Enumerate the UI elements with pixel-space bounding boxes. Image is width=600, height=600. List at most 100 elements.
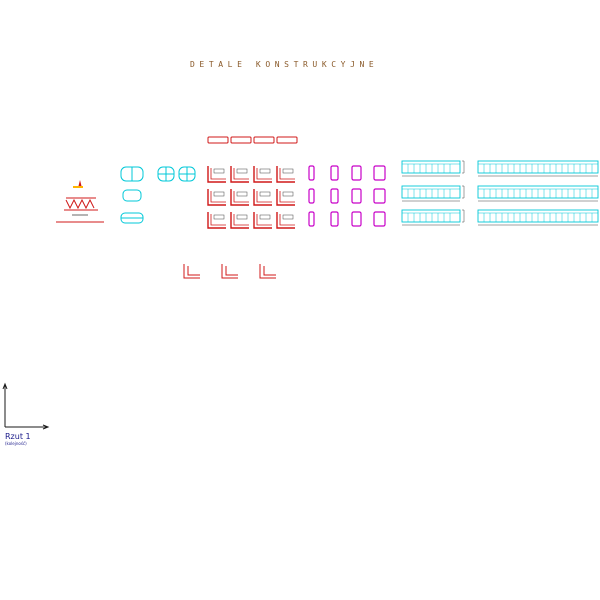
red-bracket-grid bbox=[207, 166, 295, 229]
bracket-inner bbox=[279, 214, 295, 226]
cyan-beam-3 bbox=[401, 185, 465, 202]
bracket-inner bbox=[210, 214, 226, 226]
red-bracket-11 bbox=[253, 212, 272, 229]
bracket-outer bbox=[253, 189, 272, 206]
view-label: Rzut 1 bbox=[5, 432, 31, 441]
magenta-profile-11 bbox=[351, 211, 362, 227]
profile-cap bbox=[73, 186, 83, 188]
bracket-note bbox=[236, 214, 248, 220]
beam-outline bbox=[401, 160, 461, 174]
bracket-outer bbox=[230, 166, 249, 183]
bracket-inner bbox=[256, 214, 272, 226]
magenta-profile-4 bbox=[373, 165, 386, 181]
beam-end-mark bbox=[462, 209, 465, 223]
ucs-x-arrow bbox=[42, 424, 50, 430]
magenta-profile-12 bbox=[373, 211, 386, 227]
bracket-note bbox=[282, 168, 294, 174]
bottom-bracket-2-inner bbox=[225, 266, 238, 276]
bracket-outer bbox=[230, 189, 249, 206]
red-bracket-6 bbox=[230, 189, 249, 206]
bracket-outer bbox=[276, 166, 295, 183]
view-sublabel: (kolejność) bbox=[5, 441, 27, 446]
bottom-bracket-3 bbox=[259, 264, 276, 279]
red-bracket-2 bbox=[230, 166, 249, 183]
cyan-sections-b bbox=[157, 166, 196, 182]
red-bracket-3 bbox=[253, 166, 272, 183]
bracket-outer bbox=[253, 212, 272, 229]
top-detail-1 bbox=[207, 136, 229, 144]
detail-profile-left bbox=[56, 180, 104, 223]
red-brackets-bottom bbox=[183, 264, 276, 279]
magenta-profile-3 bbox=[351, 165, 362, 181]
profile-zigzag bbox=[65, 198, 95, 210]
cyan-beam-1 bbox=[401, 160, 465, 177]
cyan-beam-6 bbox=[477, 209, 599, 226]
red-bracket-4 bbox=[276, 166, 295, 183]
ucs-axis-icon bbox=[2, 382, 50, 430]
bracket-inner bbox=[233, 191, 249, 203]
cyan-beam-grid bbox=[401, 160, 599, 226]
cyan-beam-4 bbox=[477, 185, 599, 202]
bracket-note bbox=[259, 168, 271, 174]
magenta-profile-1 bbox=[308, 165, 315, 181]
bracket-note bbox=[259, 191, 271, 197]
bracket-outer bbox=[207, 166, 226, 183]
bracket-note bbox=[213, 214, 225, 220]
magenta-profile-10 bbox=[330, 211, 339, 227]
bracket-outer bbox=[230, 212, 249, 229]
bracket-outer bbox=[276, 189, 295, 206]
bracket-inner bbox=[256, 168, 272, 180]
top-detail-2 bbox=[230, 136, 252, 144]
bracket-outer bbox=[276, 212, 295, 229]
magenta-profile-9 bbox=[308, 211, 315, 227]
magenta-profile-2 bbox=[330, 165, 339, 181]
magenta-profile-6 bbox=[330, 188, 339, 204]
beam-outline bbox=[401, 209, 461, 223]
bracket-inner bbox=[279, 168, 295, 180]
bottom-bracket-1 bbox=[183, 264, 200, 279]
red-details-top-row bbox=[207, 136, 298, 144]
beam-end-mark bbox=[462, 185, 465, 199]
red-bracket-5 bbox=[207, 189, 226, 206]
bracket-note bbox=[282, 191, 294, 197]
bracket-outer bbox=[207, 189, 226, 206]
cyan-beam-5 bbox=[401, 209, 465, 226]
cyan-sections-a bbox=[120, 166, 144, 224]
top-detail-4 bbox=[276, 136, 298, 144]
bracket-note bbox=[213, 191, 225, 197]
red-bracket-12 bbox=[276, 212, 295, 229]
ucs-y-arrow bbox=[2, 382, 8, 390]
bracket-inner bbox=[210, 168, 226, 180]
bracket-inner bbox=[233, 214, 249, 226]
beam-outline bbox=[401, 185, 461, 199]
bracket-note bbox=[282, 214, 294, 220]
bracket-note bbox=[259, 214, 271, 220]
bracket-outer bbox=[253, 166, 272, 183]
magenta-profile-5 bbox=[308, 188, 315, 204]
magenta-profile-8 bbox=[373, 188, 386, 204]
bracket-note bbox=[213, 168, 225, 174]
top-detail-3 bbox=[253, 136, 275, 144]
red-bracket-10 bbox=[230, 212, 249, 229]
red-bracket-1 bbox=[207, 166, 226, 183]
cyan-section-2 bbox=[122, 189, 142, 202]
bracket-note bbox=[236, 191, 248, 197]
bracket-inner bbox=[210, 191, 226, 203]
bottom-bracket-2 bbox=[221, 264, 238, 279]
red-bracket-8 bbox=[276, 189, 295, 206]
bottom-bracket-1-inner bbox=[187, 266, 200, 276]
magenta-profile-7 bbox=[351, 188, 362, 204]
drawing-title: DETALE KONSTRUKCYJNE bbox=[190, 60, 379, 69]
red-bracket-9 bbox=[207, 212, 226, 229]
bracket-inner bbox=[233, 168, 249, 180]
red-bracket-7 bbox=[253, 189, 272, 206]
beam-end-mark bbox=[462, 160, 465, 174]
bracket-note bbox=[236, 168, 248, 174]
bottom-bracket-3-inner bbox=[263, 266, 276, 276]
magenta-profile-grid bbox=[308, 165, 386, 227]
cyan-beam-2 bbox=[477, 160, 599, 177]
bracket-outer bbox=[207, 212, 226, 229]
bracket-inner bbox=[279, 191, 295, 203]
bracket-inner bbox=[256, 191, 272, 203]
